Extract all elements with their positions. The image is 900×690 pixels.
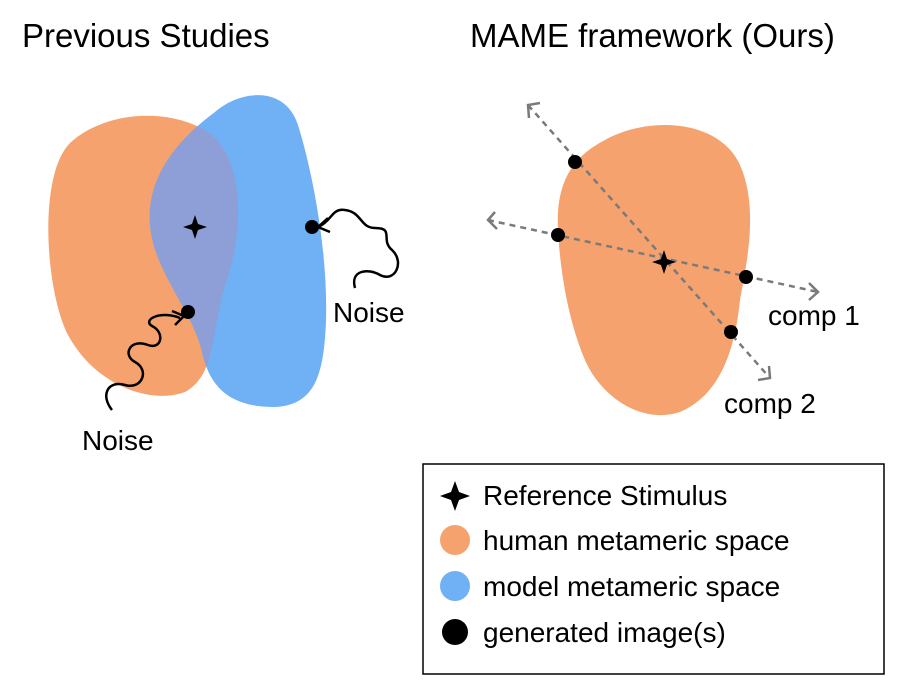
noise-arrowhead-icon xyxy=(171,309,186,326)
legend-label: human metameric space xyxy=(483,525,790,556)
previous-studies-title: Previous Studies xyxy=(22,17,270,54)
blue-blob-icon xyxy=(440,571,470,601)
noise-label: Noise xyxy=(333,297,405,328)
comp-2-arrowhead-lower-icon xyxy=(757,365,772,382)
four-point-star-icon xyxy=(440,481,470,511)
comp-1-label: comp 1 xyxy=(768,300,860,331)
legend-label: generated image(s) xyxy=(483,617,726,648)
legend-label: model metameric space xyxy=(483,571,780,602)
previous-studies-panel: Previous Studies Noise Noise xyxy=(22,17,405,456)
mame-framework-title: MAME framework (Ours) xyxy=(470,17,835,54)
noise-squiggle-arrow xyxy=(319,208,400,289)
generated-image-dot xyxy=(551,228,565,242)
noise-arrowhead-icon xyxy=(316,217,331,234)
reference-stimulus-star-icon xyxy=(183,215,207,239)
generated-image-dot xyxy=(305,220,319,234)
generated-image-dot xyxy=(568,155,582,169)
comp-1-axis xyxy=(487,218,819,294)
generated-image-dot xyxy=(724,325,738,339)
generated-image-dot xyxy=(739,270,753,284)
reference-stimulus-star-icon xyxy=(652,250,676,274)
comp-2-label: comp 2 xyxy=(724,388,816,419)
legend-label: Reference Stimulus xyxy=(483,480,727,511)
black-dot-icon xyxy=(442,619,468,645)
comp-2-axis xyxy=(527,104,771,379)
comp-1-arrowhead-right-icon xyxy=(808,282,820,301)
comp-1-arrowhead-left-icon xyxy=(486,211,498,230)
legend: Reference Stimulus human metameric space… xyxy=(422,463,885,675)
orange-blob-icon xyxy=(440,525,470,555)
noise-squiggle-arrow xyxy=(105,313,181,411)
mame-framework-panel: MAME framework (Ours) comp 1 comp 2 xyxy=(470,17,860,419)
human-metameric-space-region xyxy=(557,125,751,416)
comp-2-arrowhead-upper-icon xyxy=(526,101,541,119)
legend-box xyxy=(422,463,885,675)
noise-label: Noise xyxy=(82,425,154,456)
